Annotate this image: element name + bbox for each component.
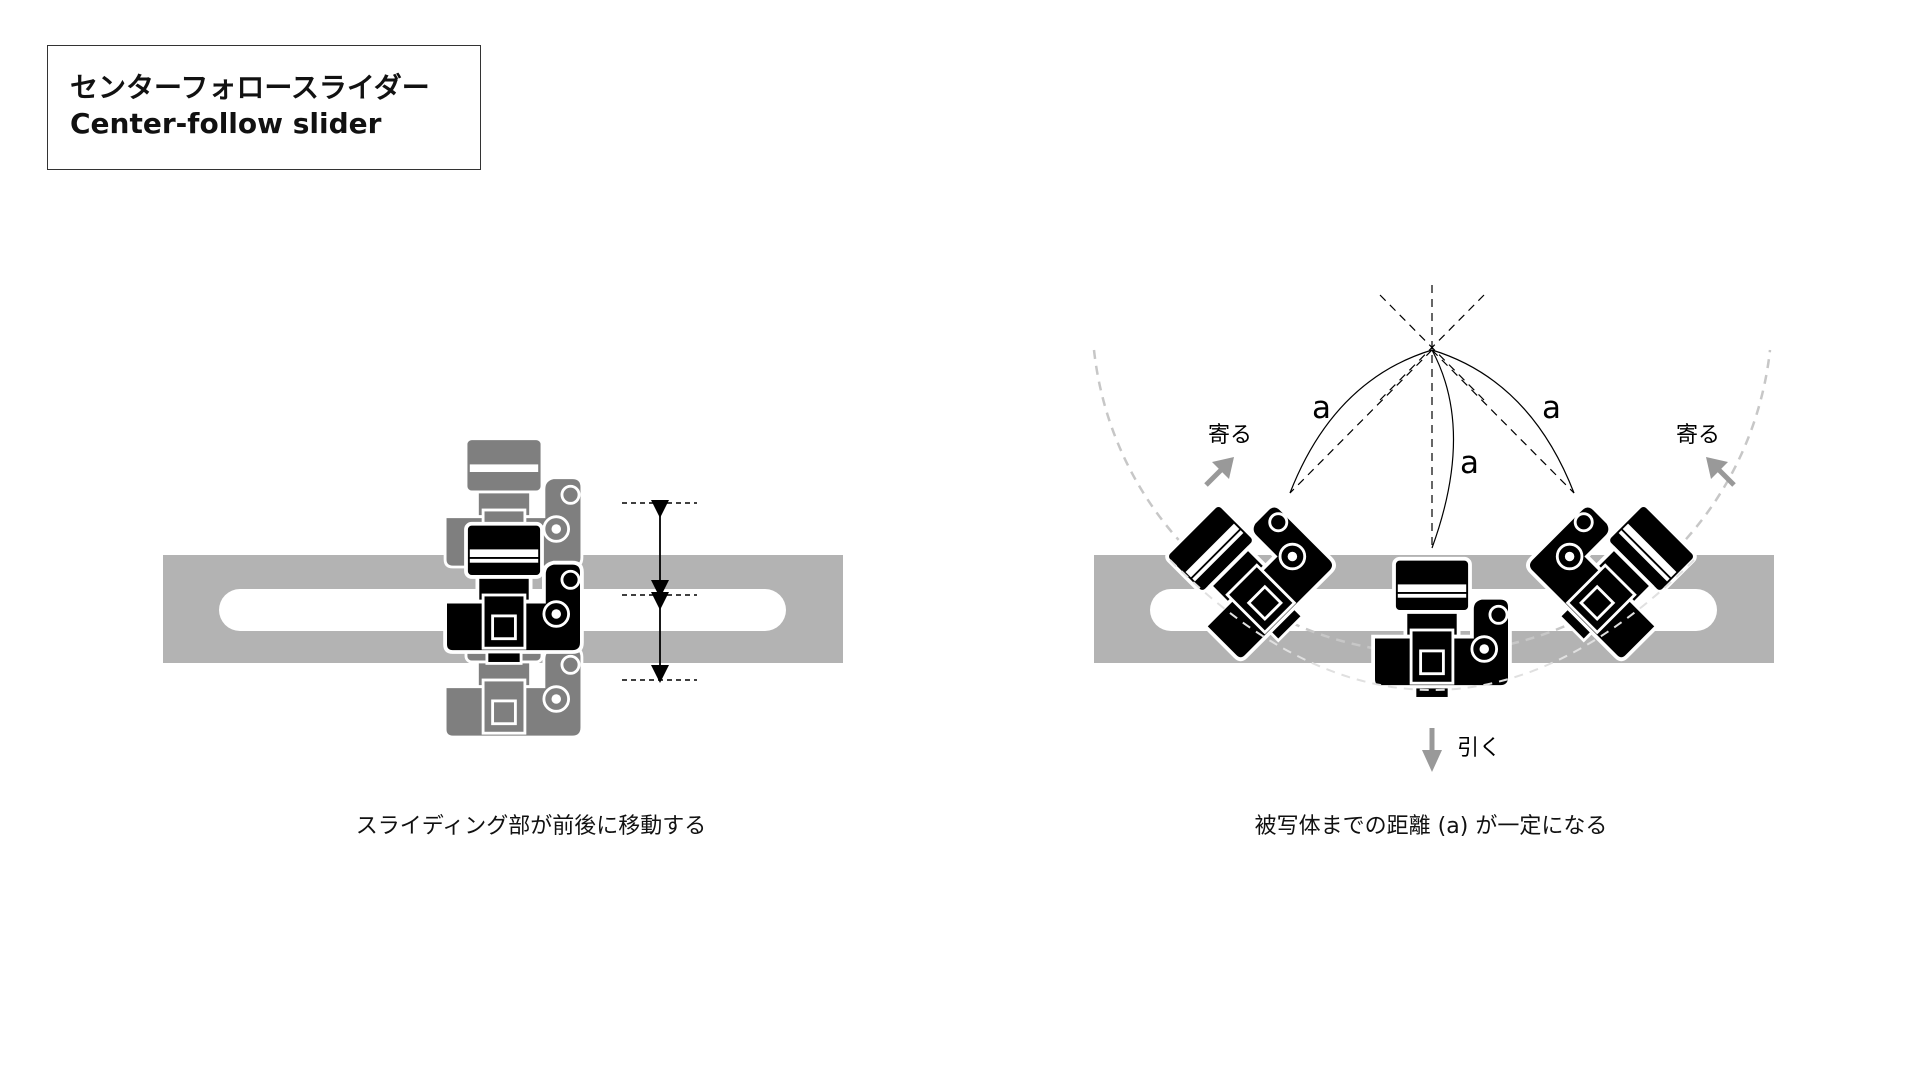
subject-point-rays — [1289, 285, 1575, 550]
left-caption: スライディング部が前後に移動する — [355, 814, 707, 839]
title-box: センターフォロースライダー Center-follow slider — [47, 45, 481, 170]
retreat-label: 引く — [1457, 736, 1501, 761]
right-caption: 被写体までの距離 (a) が一定になる — [1254, 814, 1608, 839]
approach-arrow-left — [1204, 457, 1234, 487]
distance-label-right: a — [1542, 390, 1561, 426]
left-travel-dimension — [622, 500, 697, 683]
approach-arrow-right — [1706, 457, 1736, 487]
retreat-arrow — [1422, 728, 1442, 772]
distance-label-center: a — [1460, 445, 1479, 481]
title-japanese: センターフォロースライダー — [70, 71, 430, 104]
distance-arcs — [1289, 349, 1575, 549]
approach-label-left: 寄る — [1208, 423, 1252, 448]
distance-label-left: a — [1312, 390, 1331, 426]
title-english: Center-follow slider — [70, 107, 382, 140]
approach-label-right: 寄る — [1676, 423, 1720, 448]
